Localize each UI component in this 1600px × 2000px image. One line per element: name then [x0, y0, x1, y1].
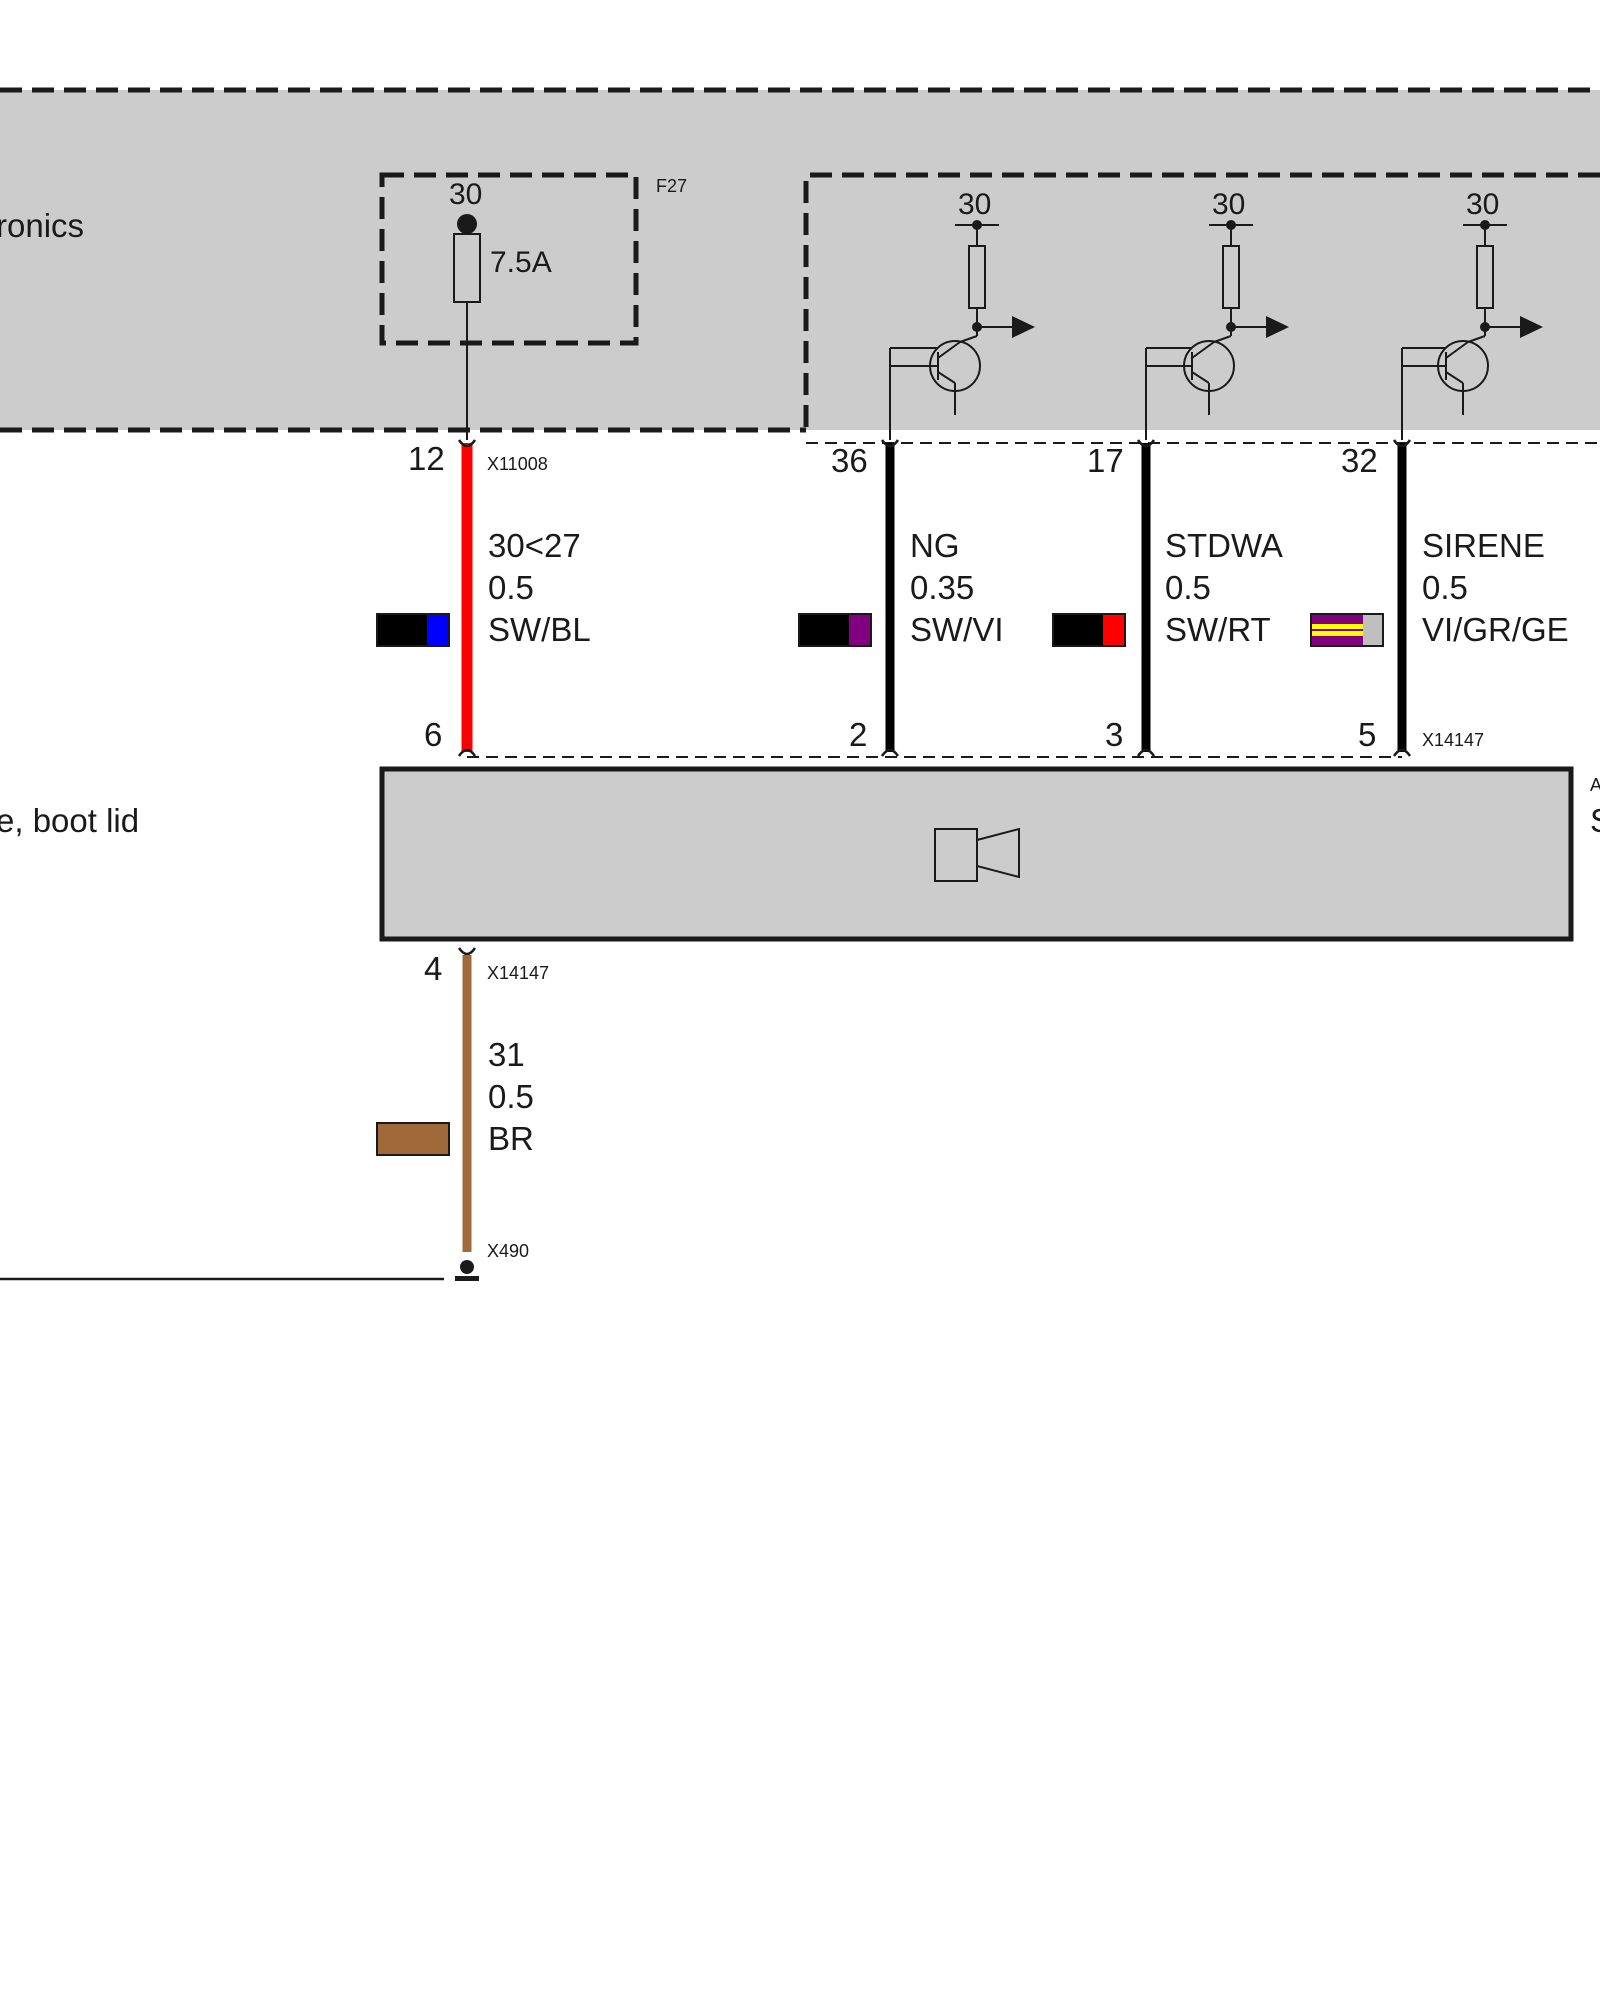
wire-color-swatch: [1052, 613, 1126, 647]
wire-gauge: 0.5: [488, 569, 534, 606]
wire-sirene: 32 5 SIRENE 0.5 VI/GR/GE: [1310, 439, 1569, 757]
wire-ng: 36 2 NG 0.35 SW/VI: [798, 439, 1004, 757]
wire-signal-name: 31: [488, 1036, 525, 1073]
wire-gauge: 0.5: [1165, 569, 1211, 606]
connector-label-x11008: X11008: [487, 454, 548, 474]
pin-number-top: 4: [424, 950, 442, 987]
pin-number-bottom: 5: [1358, 716, 1376, 753]
control-module-top: ronics: [0, 87, 1600, 433]
ground-point-icon: [460, 1260, 474, 1274]
wire-gauge: 0.35: [910, 569, 974, 606]
pin-number-top: 17: [1087, 442, 1124, 479]
pin-number-bottom: 3: [1105, 716, 1123, 753]
resistor-icon: [968, 245, 986, 309]
wire-gauge: 0.5: [1422, 569, 1468, 606]
wire-color-code: VI/GR/GE: [1422, 611, 1569, 648]
wire-color-swatch: [376, 613, 450, 647]
fuse-designator: F27: [656, 176, 687, 196]
wire-color-code: SW/RT: [1165, 611, 1271, 648]
control-module-label: ronics: [0, 207, 84, 244]
wire-stdwa: 17 3 STDWA 0.5 SW/RT: [1052, 439, 1283, 757]
wire-signal-name: 30<27: [488, 527, 581, 564]
fuse-terminal-label: 30: [449, 178, 482, 211]
driver-terminal-label: 30: [1212, 188, 1245, 221]
transistor-driver-1: 30: [889, 188, 1035, 440]
wire-gauge: 0.5: [488, 1078, 534, 1115]
fuse-icon: [453, 233, 481, 303]
transistor-driver-3: 30: [1401, 188, 1543, 440]
output-arrow-icon: [1266, 316, 1289, 338]
wire-color-code: SW/BL: [488, 611, 591, 648]
resistor-icon: [1476, 245, 1494, 309]
pin-number-bottom: 6: [424, 716, 442, 753]
connector-label-ground: X14147: [487, 963, 549, 983]
connector-label-x14147: X14147: [1422, 730, 1484, 750]
siren-module-label: e, boot lid: [0, 802, 139, 839]
resistor-icon: [1222, 245, 1240, 309]
wire-color-swatch: [1310, 613, 1384, 647]
wire-color-code: SW/VI: [910, 611, 1004, 648]
output-arrow-icon: [1012, 316, 1035, 338]
wire-signal-name: STDWA: [1165, 527, 1283, 564]
siren-module: e, boot lid A S: [0, 766, 1600, 942]
wire-color-swatch: [798, 613, 872, 647]
wire-ground-31: 4 X14147 31 0.5 BR X490: [0, 947, 549, 1281]
fuse-rating: 7.5A: [490, 246, 552, 279]
wire-30-27: 12 6 30<27 0.5 SW/BL: [376, 439, 591, 757]
ground-point-label: X490: [487, 1241, 529, 1261]
wire-signal-name: NG: [910, 527, 960, 564]
siren-module-edge-label-top: A: [1590, 775, 1600, 795]
driver-terminal-label: 30: [958, 188, 991, 221]
wire-signal-name: SIRENE: [1422, 527, 1545, 564]
transistor-driver-2: 30: [1145, 188, 1289, 440]
driver-terminal-label: 30: [1466, 188, 1499, 221]
speaker-icon: [934, 827, 1020, 882]
driver-box: [803, 172, 1600, 444]
siren-module-edge-label-bottom: S: [1590, 802, 1600, 839]
fuse-box: F27 30 7.5A: [379, 172, 687, 440]
wire-color-swatch: [376, 1122, 450, 1156]
pin-number-top: 12: [408, 440, 445, 477]
pin-number-top: 32: [1341, 442, 1378, 479]
pin-number-bottom: 2: [849, 716, 867, 753]
wire-color-code: BR: [488, 1120, 534, 1157]
output-arrow-icon: [1520, 316, 1543, 338]
pin-number-top: 36: [831, 442, 868, 479]
